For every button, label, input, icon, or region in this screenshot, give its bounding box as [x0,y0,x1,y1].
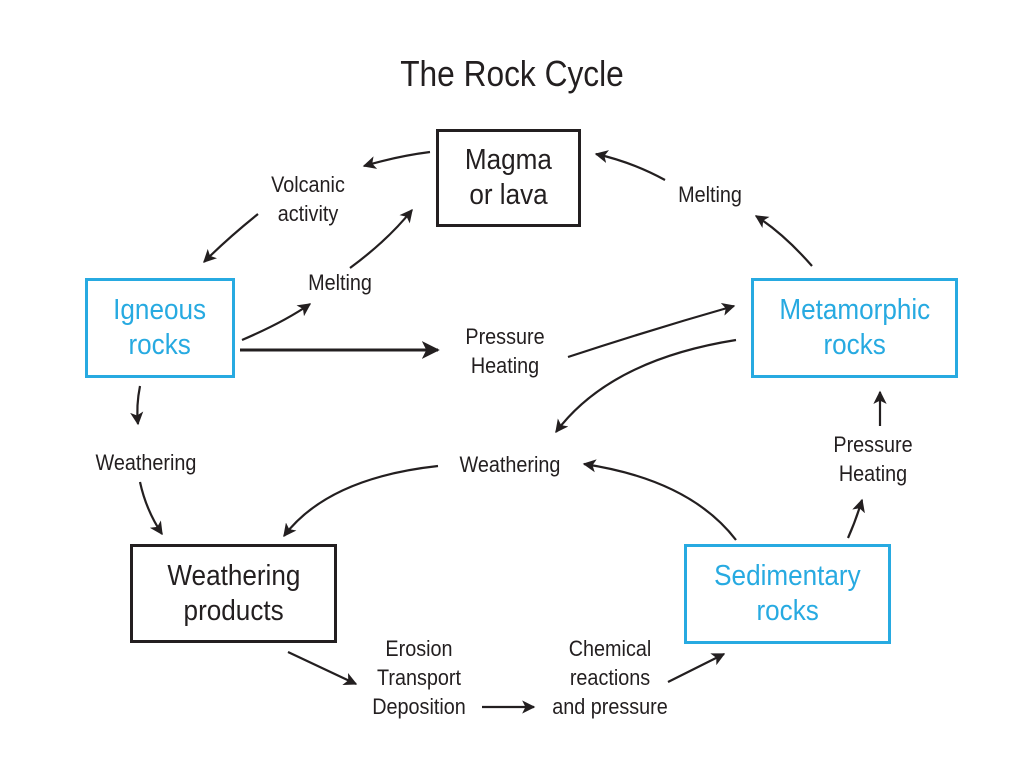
arrow-products-to-erosion [287,651,358,685]
label-volcanic-line1: Volcanic [271,172,345,197]
diagram-title: The Rock Cycle [400,53,624,94]
arrow-melting-to-magma [349,208,413,269]
arrow-metamorphic-to-weathering [555,338,737,434]
label-erosion-line2: Transport [376,665,461,690]
label-weathering-left: Weathering [72,448,220,477]
node-magma-line2: or lava [469,179,548,211]
node-metamorphic: Metamorphic rocks [751,278,958,378]
label-melting-right: Melting [650,180,770,209]
node-weathering-products: Weathering products [130,544,337,643]
label-pressure-heating-center: Pressure Heating [440,322,570,380]
label-erosion-line3: Deposition [372,694,466,719]
node-magma-line1: Magma [464,144,553,176]
label-chemical-line3: and pressure [552,694,668,719]
arrow-melting-to-magma-right [594,150,666,181]
node-igneous: Igneous rocks [85,278,235,378]
label-chemical-line2: reactions [569,665,651,690]
label-pressure-right-line2: Heating [838,461,908,486]
label-erosion-transport-deposition: Erosion Transport Deposition [354,634,484,721]
label-pressure-right-line1: Pressure [833,432,913,457]
node-magma: Magma or lava [436,129,581,227]
arrow-volcanic-to-igneous [203,213,259,263]
node-metamorphic-line2: rocks [823,329,886,361]
label-melting-left: Melting [280,268,400,297]
node-weathering-products-line2: products [183,594,284,627]
arrow-sedimentary-to-weathering [582,459,737,541]
label-pressure-center-line2: Heating [470,353,540,378]
arrow-metamorphic-to-melting [754,215,813,267]
label-weathering-center-text: Weathering [459,452,561,477]
label-chemical-reactions: Chemical reactions and pressure [536,634,684,721]
node-weathering-products-line1: Weathering [166,559,301,592]
arrow-weathering-to-products-left [138,481,163,536]
node-metamorphic-line1: Metamorphic [779,294,930,326]
node-sedimentary-line2: rocks [756,595,819,627]
arrow-chemical-to-sedimentary [667,653,726,683]
label-weathering-left-text: Weathering [95,450,197,475]
node-sedimentary: Sedimentary rocks [684,544,891,644]
label-melting-left-text: Melting [308,270,372,295]
label-chemical-line1: Chemical [568,636,652,661]
arrow-pressure-to-metamorphic [567,302,736,359]
node-igneous-line2: rocks [128,329,192,361]
arrow-magma-to-volcanic [362,150,431,169]
node-igneous-line1: Igneous [113,294,207,326]
arrow-igneous-to-melting [241,303,312,342]
label-pressure-heating-right: Pressure Heating [808,430,938,488]
label-pressure-center-line1: Pressure [465,324,545,349]
label-volcanic-line2: activity [277,201,339,226]
arrow-weathering-to-products [283,464,439,538]
arrow-sedimentary-to-pressure [846,498,865,539]
label-erosion-line1: Erosion [385,636,453,661]
node-sedimentary-line1: Sedimentary [714,560,861,592]
label-weathering-center: Weathering [436,450,584,479]
arrow-igneous-to-weathering [130,385,144,426]
label-volcanic-activity: Volcanic activity [238,170,378,228]
label-melting-right-text: Melting [678,182,742,207]
